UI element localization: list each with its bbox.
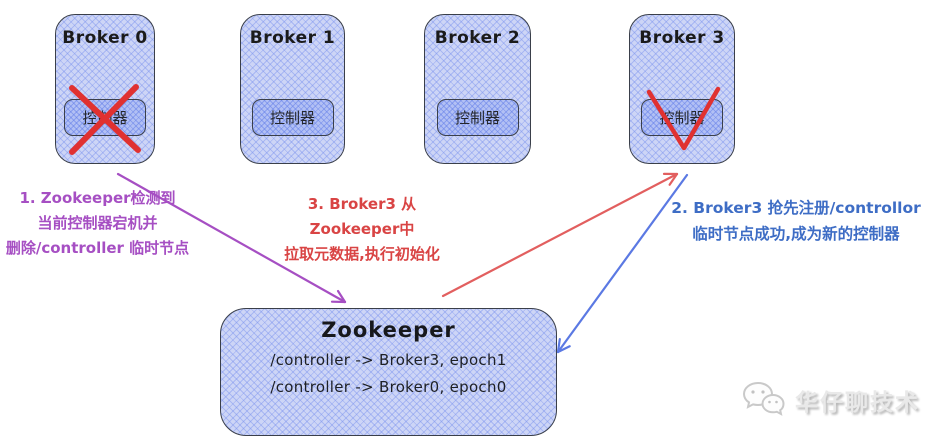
broker-3-controller-label: 控制器	[659, 109, 705, 127]
broker-0-box: Broker 0 控制器	[55, 14, 155, 164]
annotation-step2: 2. Broker3 抢先注册/controllor 临时节点成功,成为新的控制…	[658, 195, 934, 247]
annotation-step1-line3: 删除/controller 临时节点	[5, 239, 190, 257]
chat-bubbles-icon	[742, 381, 785, 416]
broker-0-title: Broker 0	[62, 28, 148, 48]
broker-2-title: Broker 2	[434, 28, 521, 48]
broker-3-box: Broker 3 控制器	[629, 14, 735, 164]
broker-2-controller-label: 控制器	[454, 109, 500, 127]
broker-3-title: Broker 3	[639, 28, 725, 48]
annotation-step3-line2: 拉取元数据,执行初始化	[284, 245, 440, 263]
annotation-step1-line1: 1. Zookeeper检测到	[19, 189, 176, 207]
step3-pull-metadata-arrow	[441, 172, 679, 298]
zookeeper-title: Zookeeper	[321, 318, 456, 342]
watermark-text: 华仔聊技术	[795, 390, 920, 416]
broker-0-controller-box: 控制器	[64, 99, 146, 136]
annotation-step2-line1: 2. Broker3 抢先注册/controllor	[671, 199, 921, 217]
annotation-step1: 1. Zookeeper检测到 当前控制器宕机并 删除/controller 临…	[0, 186, 195, 261]
broker-2-controller-box: 控制器	[436, 99, 519, 136]
broker-2-box: Broker 2 控制器	[424, 14, 531, 164]
broker-1-controller-label: 控制器	[269, 109, 315, 127]
zookeeper-box: Zookeeper /controller -> Broker3, epoch1…	[220, 308, 557, 436]
watermark: 华仔聊技术	[741, 380, 920, 420]
broker-1-controller-box: 控制器	[251, 99, 334, 136]
broker-1-title: Broker 1	[249, 28, 336, 48]
broker-3-controller-box: 控制器	[641, 99, 723, 136]
broker-1-box: Broker 1 控制器	[240, 14, 345, 164]
annotation-step2-line2: 临时节点成功,成为新的控制器	[692, 225, 900, 243]
annotation-step3-line1: 3. Broker3 从Zookeeper中	[307, 195, 417, 238]
annotation-step3: 3. Broker3 从Zookeeper中 拉取元数据,执行初始化	[272, 192, 452, 267]
annotation-step1-line2: 当前控制器宕机并	[37, 214, 158, 232]
broker-0-controller-label: 控制器	[82, 109, 128, 127]
zookeeper-entry-new: /controller -> Broker3, epoch1	[270, 351, 507, 369]
zookeeper-entry-old: /controller -> Broker0, epoch0	[270, 378, 507, 396]
